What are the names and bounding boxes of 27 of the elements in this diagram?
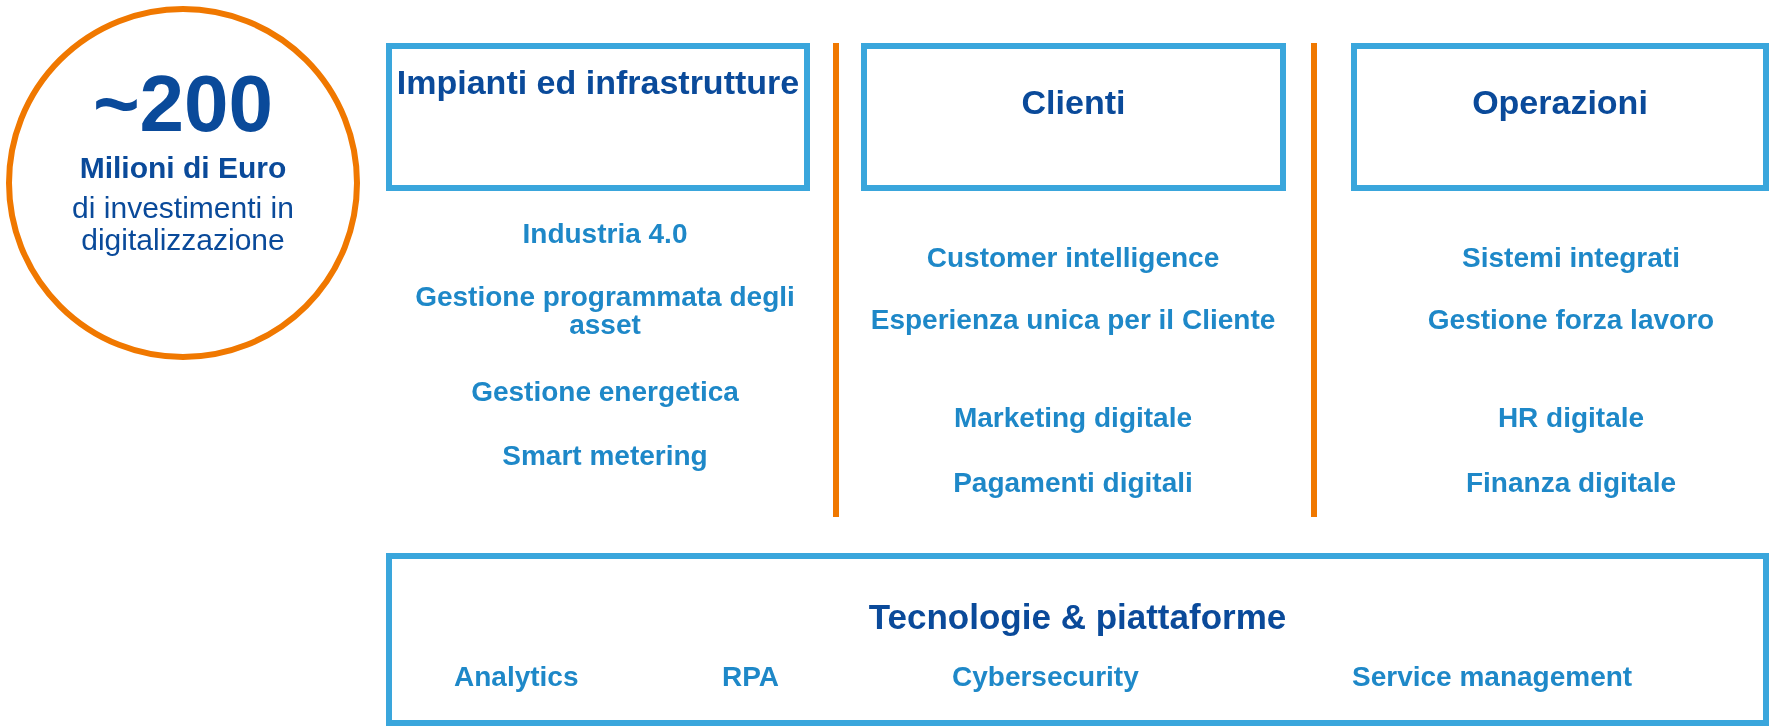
technology-item: RPA [722,662,780,692]
category-box [861,43,1286,191]
topic-item: Gestione energetica [470,378,740,406]
topic-item: Marketing digitale [952,404,1193,432]
topic-item: Sistemi integrati [1461,244,1681,272]
technology-item: Cybersecurity [952,662,1139,692]
box-title: Clienti [1020,85,1127,121]
topic-item: Pagamenti digitali [952,469,1194,497]
topic-item: Industria 4.0 [521,220,689,248]
topic-item: Customer intelligence [925,244,1221,272]
box-title: Tecnologie & piattaforme [867,599,1288,636]
box-title: Impianti ed infrastrutture [395,65,801,101]
topic-item: HR digitale [1496,404,1646,432]
topic-item: Esperienza unica per il Cliente [869,306,1277,334]
technology-item: Service management [1352,662,1633,692]
topic-item: Gestione forza lavoro [1426,306,1716,334]
figure-description: di investimenti in digitalizzazione [71,192,295,255]
category-box [386,43,810,191]
category-box [386,553,1769,726]
technology-item: Analytics [454,662,579,692]
topic-item: Smart metering [501,442,709,470]
topic-item: Gestione programmata degli asset [414,283,796,339]
topic-item: Finanza digitale [1465,469,1677,497]
box-title: Operazioni [1471,85,1649,121]
category-box [1351,43,1769,191]
figure-number: ~200 [91,62,275,146]
figure-unit: Milioni di Euro [78,152,288,184]
